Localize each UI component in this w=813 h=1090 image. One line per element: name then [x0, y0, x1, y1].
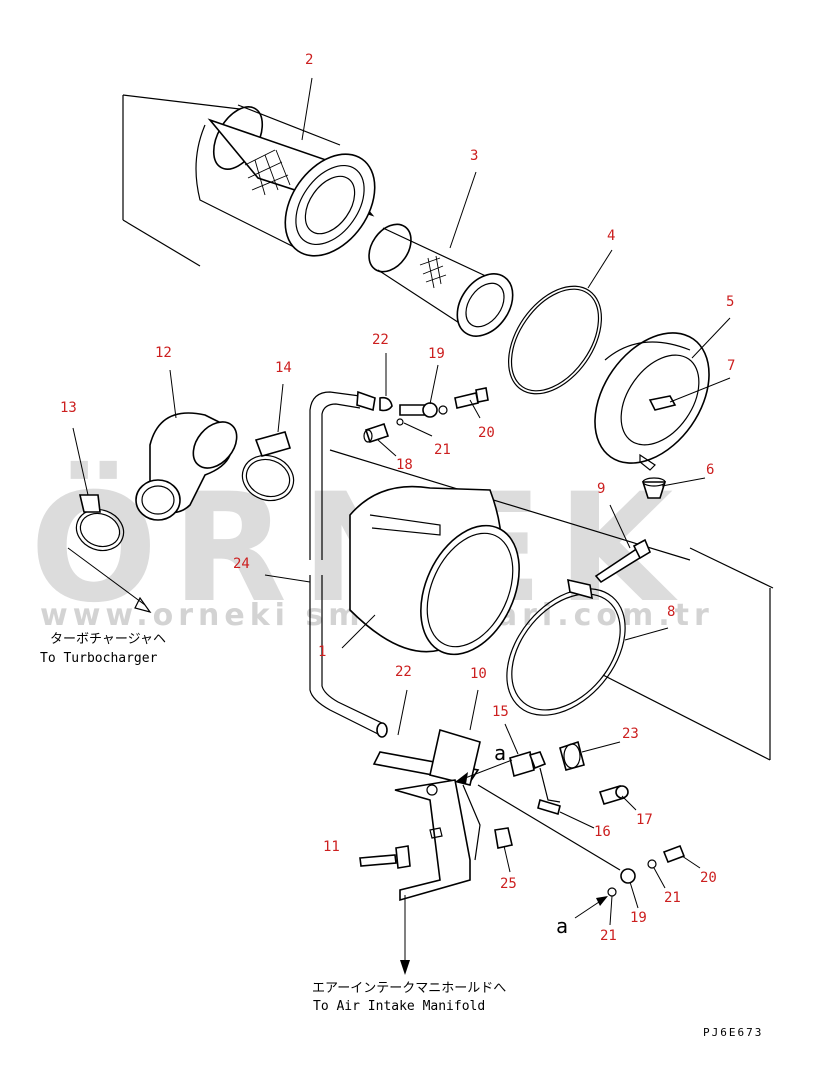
fittings-upper: [363, 387, 489, 444]
leader-lines: [72, 77, 731, 926]
part-number-20-upper: 20: [478, 425, 495, 441]
part-number-24: 24: [233, 556, 250, 572]
view-arrow-upper: [459, 759, 513, 781]
reference-code: PJ6E673: [703, 1026, 763, 1039]
part-number-25: 25: [500, 876, 517, 892]
vent-tube: [309, 390, 388, 738]
part-number-21-upper: 21: [434, 442, 451, 458]
part-number-22-upper: 22: [372, 332, 389, 348]
part-number-17: 17: [636, 812, 653, 828]
part-number-1: 1: [318, 644, 326, 660]
outer-filter-element: [122, 94, 376, 267]
part-number-5: 5: [726, 294, 734, 310]
hose-clamp-13: [75, 494, 125, 552]
part-number-22-lower: 22: [395, 664, 412, 680]
part-number-6: 6: [706, 462, 714, 478]
part-number-15: 15: [492, 704, 509, 720]
part-number-4: 4: [607, 228, 615, 244]
mounting-bracket: [372, 728, 481, 902]
intake-caption-en: To Air Intake Manifold: [313, 999, 485, 1014]
bolt-9: [594, 538, 652, 584]
inner-filter-element: [368, 223, 514, 337]
part-number-10: 10: [470, 666, 487, 682]
turbo-leader: [67, 547, 146, 606]
part-number-21-lower: 21: [664, 890, 681, 906]
part-number-7: 7: [727, 358, 735, 374]
part-number-19-upper: 19: [428, 346, 445, 362]
part-number-23: 23: [622, 726, 639, 742]
hose-clamp-14: [241, 431, 295, 502]
part-number-18: 18: [396, 457, 413, 473]
part-number-8: 8: [667, 604, 675, 620]
part-number-21-bottom: 21: [600, 928, 617, 944]
elbow-hose: [135, 412, 238, 521]
evacuator-valve: [641, 477, 667, 499]
part-number-16: 16: [594, 824, 611, 840]
turbo-caption-en: To Turbocharger: [40, 651, 158, 666]
part-number-19-lower: 19: [630, 910, 647, 926]
band-clamp: [506, 578, 626, 716]
captions: ターボチャージャヘ To Turbocharger エアーインテークマニホールド…: [40, 632, 763, 1039]
part-number-13: 13: [60, 400, 77, 416]
part-number-11: 11: [323, 839, 340, 855]
o-ring: [507, 285, 603, 395]
view-mark-lower: a: [556, 914, 568, 938]
sensor-fittings: [477, 740, 686, 897]
housing-body: [329, 449, 774, 761]
part-number-14: 14: [275, 360, 292, 376]
bolt-11: [359, 854, 397, 867]
intake-caption-jp: エアーインテークマニホールドへ: [312, 981, 506, 996]
part-number-9: 9: [597, 481, 605, 497]
cover: [594, 332, 710, 471]
part-number-12: 12: [155, 345, 172, 361]
part-number-2: 2: [305, 52, 313, 68]
part-number-20-lower: 20: [700, 870, 717, 886]
turbo-caption-jp: ターボチャージャヘ: [50, 632, 166, 647]
part-numbers: 2 3 4 5 7 6 12 13 14 22 19 20 21 18 9 24…: [60, 52, 735, 944]
view-mark-upper: a: [494, 741, 506, 765]
part-number-3: 3: [470, 148, 478, 164]
